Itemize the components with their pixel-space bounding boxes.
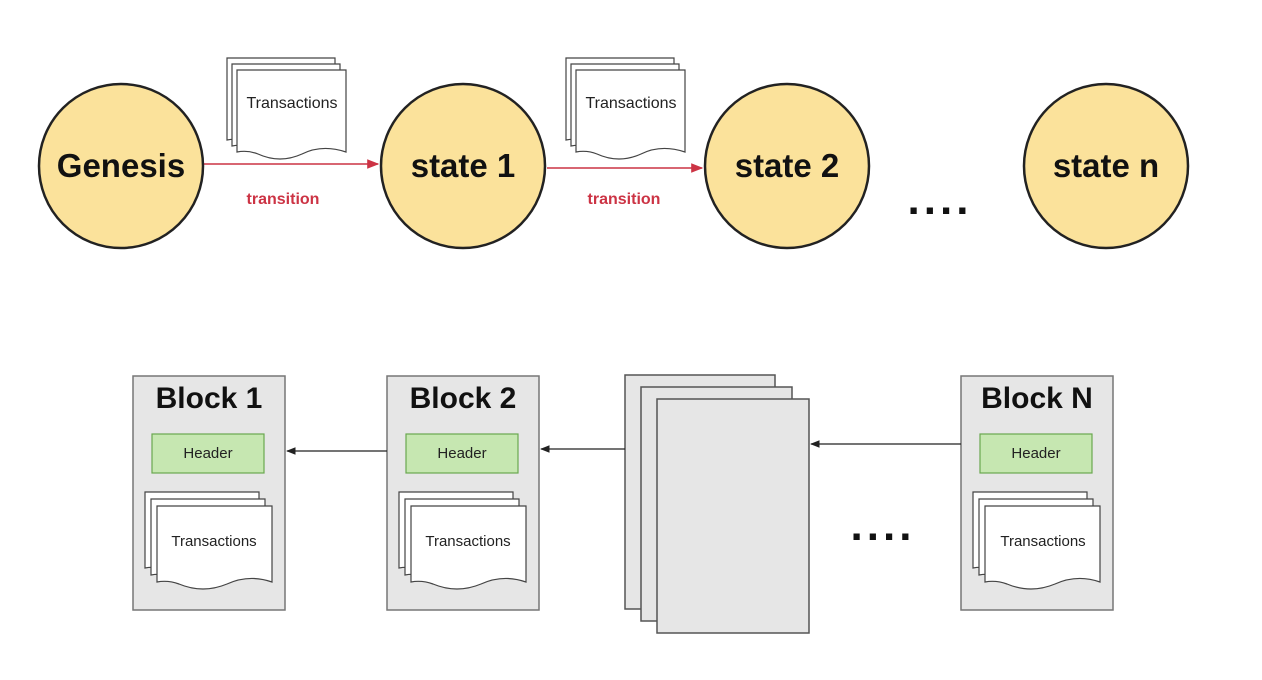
- block-title: Block 2: [410, 382, 517, 415]
- block-2: Block 2 Header Transactions: [386, 375, 540, 611]
- state-node-state-n: state n: [1022, 82, 1190, 250]
- state-node-state-1: state 1: [379, 82, 547, 250]
- intermediate-blocks-stack: [624, 374, 810, 634]
- state-label: Genesis: [57, 147, 185, 184]
- header-label: Header: [183, 445, 232, 462]
- transactions-label: Transactions: [247, 95, 338, 112]
- state-label: state n: [1053, 147, 1159, 184]
- block-transactions-stack: Transactions: [144, 491, 273, 590]
- state-node-genesis: Genesis: [37, 82, 205, 250]
- block-title: Block N: [981, 382, 1093, 415]
- state-node-state-2: state 2: [703, 82, 871, 250]
- transactions-label: Transactions: [586, 95, 677, 112]
- state-ellipsis: ....: [908, 175, 973, 224]
- block-transactions-stack: Transactions: [398, 491, 527, 590]
- transactions-label: Transactions: [425, 533, 510, 550]
- block-header-box: [151, 433, 265, 474]
- header-label: Header: [437, 445, 486, 462]
- block-header-box: [405, 433, 519, 474]
- header-label: Header: [1011, 445, 1060, 462]
- state-label: state 1: [411, 147, 516, 184]
- block-n: Block N Header Transactions: [960, 375, 1114, 611]
- transition-label: transition: [247, 191, 320, 208]
- transition-label: transition: [588, 191, 661, 208]
- block-transactions-stack: Transactions: [972, 491, 1101, 590]
- block-ellipsis: ....: [851, 501, 916, 550]
- block-title: Block 1: [156, 382, 263, 415]
- state-label: state 2: [735, 147, 840, 184]
- transactions-doc-stack-2: Transactions: [565, 57, 686, 160]
- transactions-doc-stack-1: Transactions: [226, 57, 347, 160]
- block-header-box: [979, 433, 1093, 474]
- transactions-label: Transactions: [171, 533, 256, 550]
- transactions-label: Transactions: [1000, 533, 1085, 550]
- block-1: Block 1 Header Transactions: [132, 375, 286, 611]
